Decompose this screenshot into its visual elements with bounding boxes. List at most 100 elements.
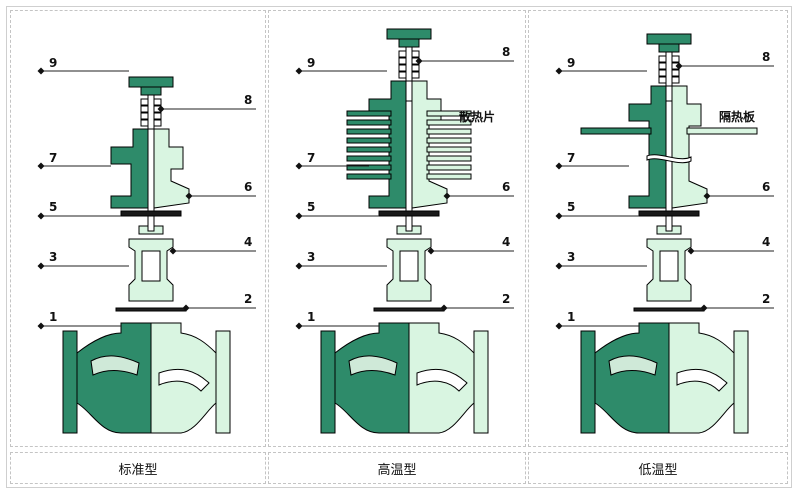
- fin-right-2: [426, 128, 472, 135]
- washer-5: [638, 210, 700, 217]
- callout-3-marker: [37, 262, 45, 270]
- callout-7-marker: [37, 162, 45, 170]
- callout-3-marker: [555, 262, 563, 270]
- callout-2-label: 2: [502, 292, 510, 306]
- plug-3: [399, 250, 419, 282]
- caption-high-temp: 高温型: [268, 452, 526, 484]
- washer-5: [120, 210, 182, 217]
- body-left: [334, 322, 410, 434]
- callout-6-label: 6: [762, 180, 770, 194]
- fin-right-0: [426, 110, 472, 117]
- callout-2-label: 2: [762, 292, 770, 306]
- callout-4-marker: [687, 247, 695, 255]
- callout-7-label: 7: [49, 151, 57, 165]
- fin-left-6: [346, 164, 392, 171]
- body-right-flange: [215, 330, 231, 434]
- callout-6-marker: [703, 192, 711, 200]
- body-right-flange: [733, 330, 749, 434]
- callout-8-label: 8: [762, 50, 770, 64]
- break-mark: [646, 154, 692, 164]
- callout-1-label: 1: [307, 310, 315, 324]
- body-left-flange: [320, 330, 336, 434]
- callout-6-marker: [443, 192, 451, 200]
- callout-9-marker: [37, 67, 45, 75]
- callout-5-label: 5: [49, 200, 57, 214]
- callout-2-marker: [440, 304, 448, 312]
- callout-4-marker: [427, 247, 435, 255]
- callout-4-label: 4: [502, 235, 510, 249]
- fin-left-5: [346, 155, 392, 162]
- handwheel-hub: [140, 86, 162, 96]
- callout-8-label: 8: [244, 93, 252, 107]
- handwheel-9: [386, 28, 432, 40]
- body-seat-web: [158, 368, 210, 392]
- callout-2-label: 2: [244, 292, 252, 306]
- callout-6-label: 6: [244, 180, 252, 194]
- bonnet-7: [628, 85, 667, 209]
- gasket-2: [633, 307, 705, 312]
- caption-low-temp: 低温型: [528, 452, 788, 484]
- caption-standard: 标准型: [10, 452, 266, 484]
- bonnet-6: [153, 128, 190, 209]
- callout-3-label: 3: [307, 250, 315, 264]
- callout-3-label: 3: [49, 250, 57, 264]
- insulation-plate-right: [686, 127, 758, 135]
- callout-9-marker: [295, 67, 303, 75]
- callout-9-marker: [555, 67, 563, 75]
- bonnet-6: [411, 80, 448, 209]
- callout-5-marker: [295, 212, 303, 220]
- packing-stem: [405, 46, 413, 82]
- callout-3-label: 3: [567, 250, 575, 264]
- plug-3: [659, 250, 679, 282]
- body-left-flange: [580, 330, 596, 434]
- body-seat-web: [416, 368, 468, 392]
- callout-2-marker: [182, 304, 190, 312]
- callout-7-marker: [555, 162, 563, 170]
- callout-5-label: 5: [307, 200, 315, 214]
- callout-8-marker: [675, 62, 683, 70]
- body-left-web: [90, 355, 140, 376]
- washer-5: [378, 210, 440, 217]
- fin-right-4: [426, 146, 472, 153]
- callout-7-label: 7: [307, 151, 315, 165]
- handwheel-hub: [398, 38, 420, 48]
- plug-3: [141, 250, 161, 282]
- callout-1-label: 1: [567, 310, 575, 324]
- callout-9-label: 9: [307, 56, 315, 70]
- insulation-plate-left: [580, 127, 652, 135]
- handwheel-9: [646, 33, 692, 45]
- callout-1-marker: [37, 322, 45, 330]
- fin-right-5: [426, 155, 472, 162]
- callout-8-label: 8: [502, 45, 510, 59]
- callout-2-marker: [700, 304, 708, 312]
- bonnet-6: [671, 85, 708, 209]
- callout-4-label: 4: [762, 235, 770, 249]
- packing-stem: [147, 94, 155, 130]
- callout-3-marker: [295, 262, 303, 270]
- fin-left-2: [346, 128, 392, 135]
- callout-8-marker: [415, 57, 423, 65]
- packing-stem: [665, 51, 673, 87]
- handwheel-hub: [658, 43, 680, 53]
- bonnet-7: [368, 80, 407, 209]
- callout-6-marker: [185, 192, 193, 200]
- handwheel-9: [128, 76, 174, 88]
- callout-9-label: 9: [567, 56, 575, 70]
- special-label: 散热片: [459, 109, 495, 124]
- callout-9-label: 9: [49, 56, 57, 70]
- fin-right-7: [426, 173, 472, 180]
- body-right-flange: [473, 330, 489, 434]
- callout-5-marker: [555, 212, 563, 220]
- callout-1-label: 1: [49, 310, 57, 324]
- callout-7-label: 7: [567, 151, 575, 165]
- frame: [6, 6, 792, 488]
- body-left-web: [348, 355, 398, 376]
- callout-5-marker: [37, 212, 45, 220]
